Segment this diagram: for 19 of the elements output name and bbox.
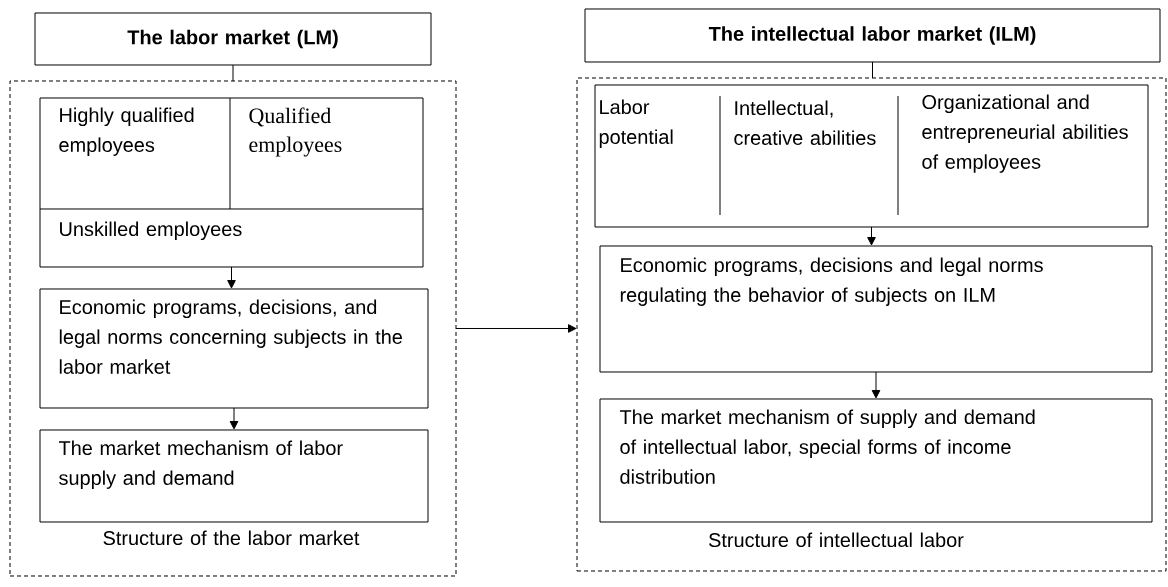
arrow	[867, 226, 876, 246]
arrow	[871, 371, 881, 399]
table-cell: Qualified employees	[249, 107, 342, 157]
table-cell: Highly qualified employees	[59, 107, 194, 156]
title-box: The intellectual labor market (ILM)	[584, 8, 1161, 63]
process-box: The market mechanism of labor supply and demand	[39, 429, 429, 523]
title-box: The labor market (LM)	[34, 12, 432, 66]
process-box: The market mechanism of supply and demand of intellectual labor, special forms of income distribution	[599, 398, 1153, 523]
table-cell: Intellectual, creative abilities	[734, 100, 876, 145]
table-cell: Organizational and entrepreneurial abilities of employees	[922, 94, 1128, 173]
table-box	[39, 97, 424, 268]
table-cell: Unskilled employees	[60, 221, 242, 241]
arrow	[227, 266, 236, 289]
process-box: Economic programs, decisions and legal norms regulating the behavior of subjects on ILM	[599, 245, 1153, 373]
process-box: Economic programs, decisions, and legal norms concerning subjects in the labor market	[39, 288, 429, 409]
arrow	[229, 407, 239, 430]
table-cell: Labor potential	[599, 99, 673, 148]
table-box	[594, 84, 1149, 228]
arrow	[455, 324, 577, 333]
